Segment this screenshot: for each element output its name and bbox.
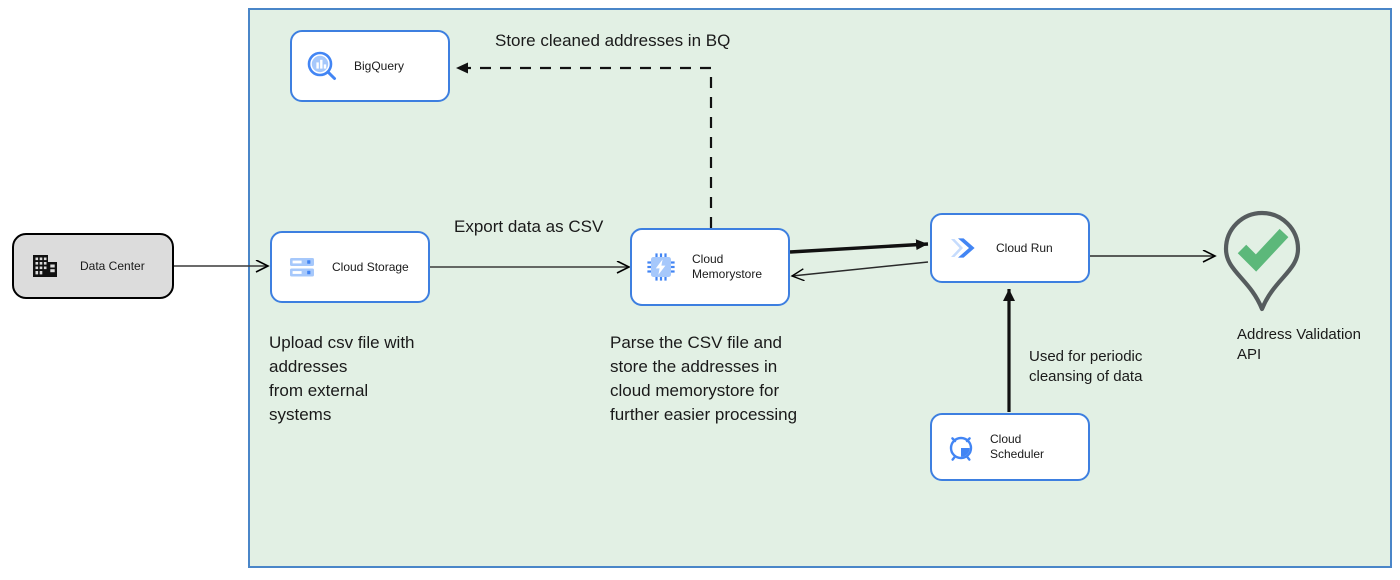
note-upload-csv: Upload csv file with addresses from exte… (269, 333, 415, 424)
edge-label-export-data-as-csv: Export data as CSV (454, 217, 604, 236)
cloud-storage-icon (286, 251, 318, 283)
map-pin-check-icon (1223, 210, 1301, 312)
note-parse-csv: Parse the CSV file and store the address… (610, 333, 798, 424)
edge-label-store-cleaned-addresses: Store cleaned addresses in BQ (495, 31, 731, 50)
node-cloud-scheduler[interactable]: Cloud Scheduler (930, 413, 1090, 481)
node-cloud-run[interactable]: Cloud Run (930, 213, 1090, 283)
node-cloud-memorystore-label: Cloud Memorystore (692, 252, 763, 281)
cloud-run-icon (946, 232, 982, 264)
node-data-center-label: Data Center (80, 258, 145, 273)
node-cloud-memorystore[interactable]: Cloud Memorystore (630, 228, 790, 306)
node-address-validation-api-label: Address Validation API (1237, 326, 1361, 363)
node-cloud-run-label: Cloud Run (996, 240, 1053, 255)
cloud-scheduler-icon (944, 430, 978, 464)
node-bigquery-label: BigQuery (354, 58, 405, 73)
edge-label-periodic-cleansing: Used for periodic cleansing of data (1029, 348, 1143, 385)
node-cloud-storage[interactable]: Cloud Storage (270, 231, 430, 303)
node-cloud-scheduler-label: Cloud Scheduler (990, 432, 1045, 461)
cloud-memorystore-icon (644, 250, 678, 284)
node-address-validation-api[interactable] (1216, 207, 1396, 367)
node-data-center[interactable]: Data Center (12, 233, 174, 299)
building-icon (28, 249, 62, 283)
node-bigquery[interactable]: BigQuery (290, 30, 450, 102)
bigquery-icon (304, 48, 340, 84)
node-cloud-storage-label: Cloud Storage (332, 259, 409, 274)
